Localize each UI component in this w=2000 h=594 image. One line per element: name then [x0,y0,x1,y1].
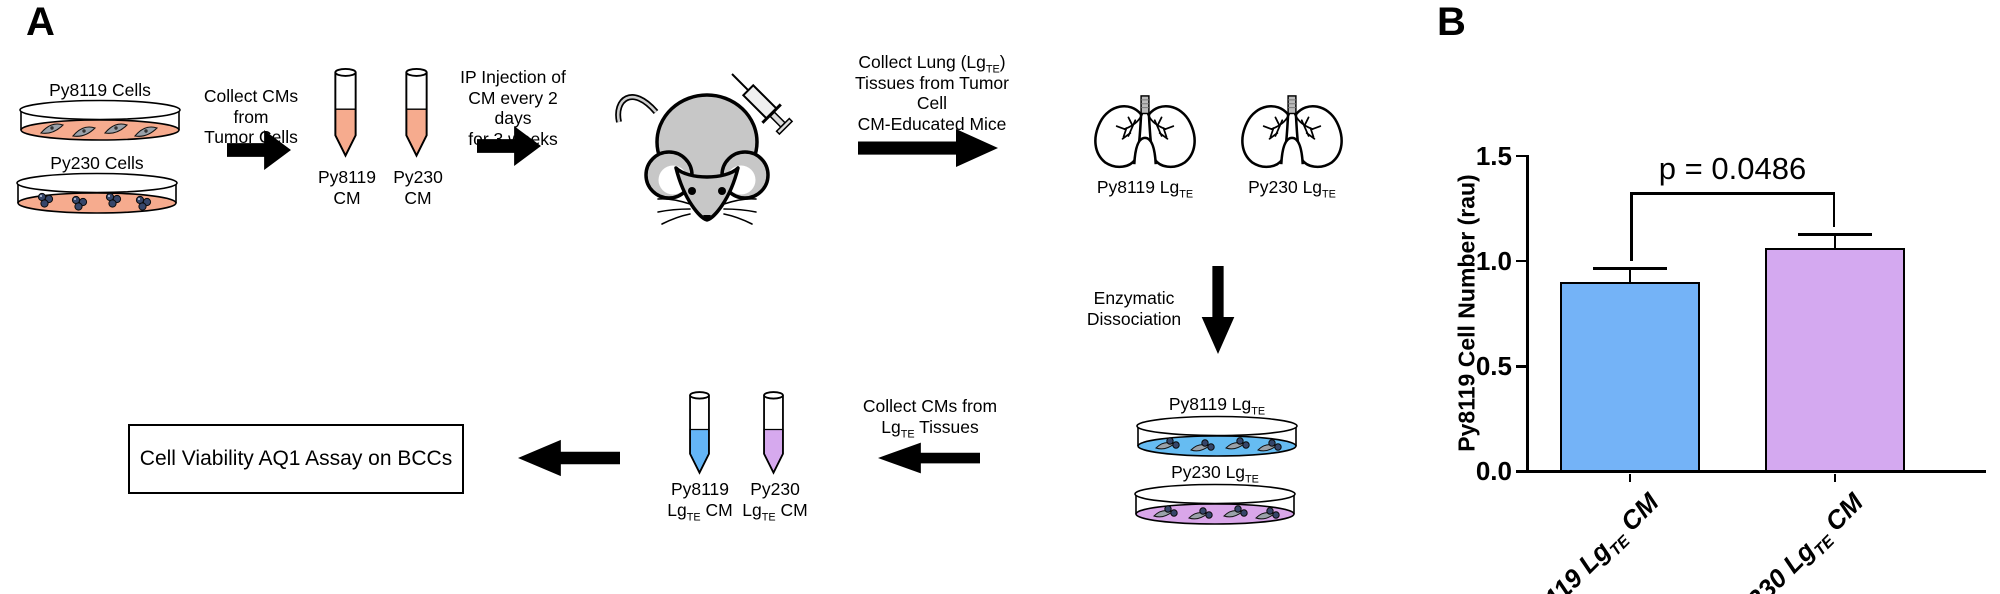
petri-dish-py230-lgte-icon [1132,483,1298,527]
bar-230-lgte-cm [1765,248,1905,473]
tube-py230-lgte-label: Py230 LgTE CM [742,479,808,524]
y-tick-label: 0.0 [1475,456,1512,486]
petri-dish-py8119-lgte-icon [1134,415,1300,459]
significance-bracket-right [1832,192,1835,228]
dish-py8119-lgte-label: Py8119 LgTE [1168,394,1266,418]
y-axis-title: Py8119 Cell Number (rau) [1453,174,1480,452]
x-category-label: 230 LgTE CM [1741,487,1870,594]
y-tick [1516,365,1526,368]
step-ip-injection-label: IP Injection of CM every 2 days for 3 we… [460,67,566,149]
lungs-py8119-label: Py8119 LgTE [1096,177,1194,201]
error-bar-line [1833,233,1837,249]
lungs-py230-label: Py230 LgTE [1248,177,1336,201]
tube-py8119-cm-icon [331,66,360,162]
x-tick [1833,474,1837,482]
panel-b-label: B [1437,0,1466,44]
panel-a-label: A [26,0,55,44]
tube-py8119-lgte-cm-icon [686,390,713,478]
arrow-down-icon [1200,266,1236,354]
endpoint-box: Cell Viability AQ1 Assay on BCCs [128,424,464,494]
y-tick [1516,259,1526,262]
step-enzymatic-label: Enzymatic Dissociation [1086,288,1182,329]
x-axis-line [1526,470,1986,473]
tube-py230-cm-label: Py230 CM [393,167,443,208]
dish-py230-lgte-label: Py230 LgTE [1171,462,1259,486]
y-axis-line [1526,155,1529,472]
dish-py230-label: Py230 Cells [50,153,144,173]
syringe-icon [718,64,804,142]
tube-py230-lgte-cm-icon [760,390,787,478]
y-tick-label: 0.5 [1475,351,1512,381]
tube-py8119-cm-label: Py8119 CM [317,167,377,208]
dish-py8119-label: Py8119 Cells [49,80,151,100]
y-tick [1516,470,1526,473]
tube-py8119-lgte-label: Py8119 LgTE CM [667,479,733,524]
arrow-left-icon [518,438,620,478]
arrow-right-icon [227,128,291,172]
arrow-left-icon [878,441,980,475]
step-collect-lgte-cms-label: Collect CMs from LgTE Tissues [862,396,998,441]
petri-dish-py230-icon [14,172,180,216]
error-bar-cap [1593,267,1667,270]
error-bar-cap [1798,233,1872,236]
y-tick-label: 1.0 [1475,246,1512,276]
tube-py230-cm-icon [402,66,431,162]
step-collect-lung-label: Collect Lung (LgTE) Tissues from Tumor C… [855,52,1009,134]
endpoint-box-label: Cell Viability AQ1 Assay on BCCs [139,447,453,470]
significance-bracket-left [1630,192,1633,262]
bar-8119-lgte-cm [1560,281,1700,473]
lungs-py8119-icon [1091,93,1199,173]
error-bar-line [1628,267,1632,282]
p-value-label: p = 0.0486 [1658,151,1807,186]
y-tick [1516,154,1526,157]
petri-dish-py8119-icon [17,99,183,143]
significance-bracket [1630,192,1835,195]
lungs-py230-icon [1238,93,1346,173]
mouse-icon [612,78,782,230]
arrow-right-icon [858,127,998,169]
arrow-right-icon [477,124,541,168]
x-tick [1628,474,1632,482]
x-category-label: 8119 LgTE CM [1527,487,1665,594]
y-tick-label: 1.5 [1475,141,1512,171]
